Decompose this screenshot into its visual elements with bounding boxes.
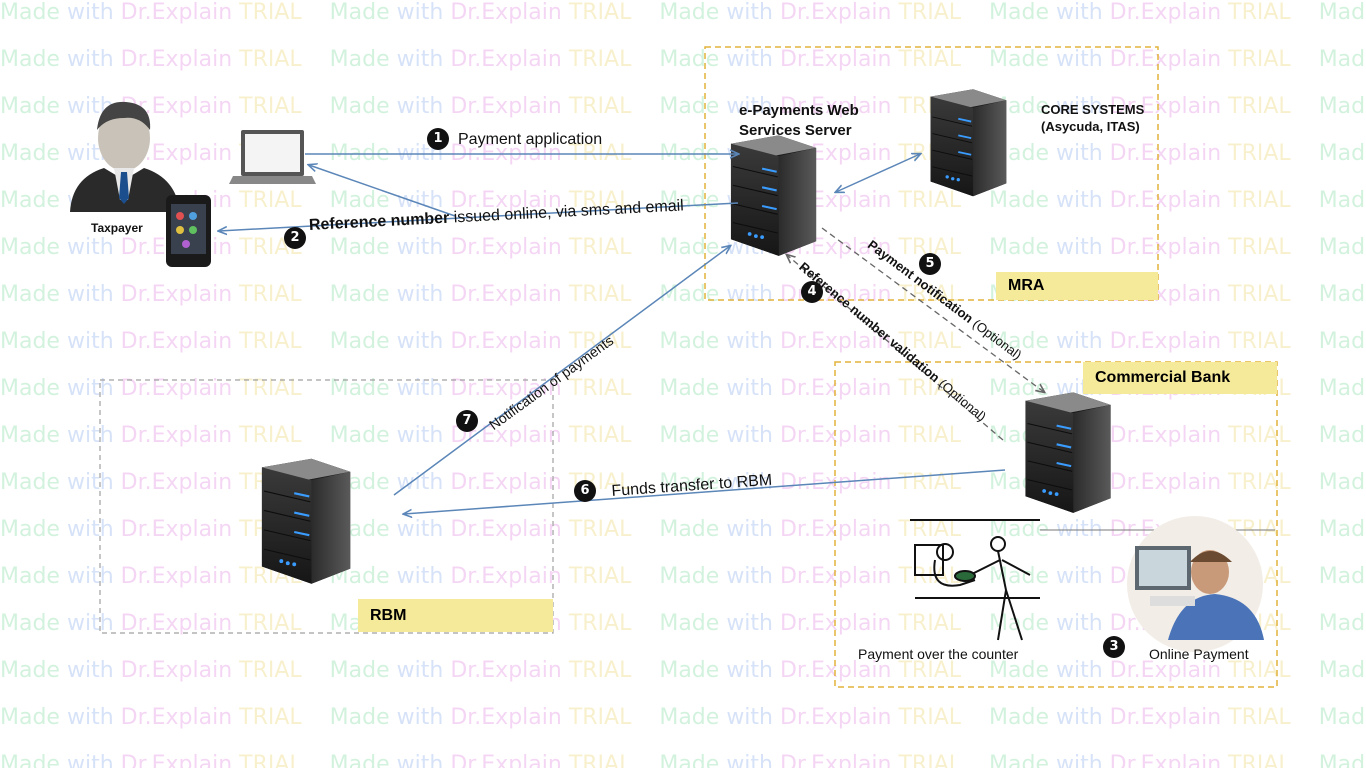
step-badge-7: 7 [456,410,478,432]
step-badge-6: 6 [574,480,596,502]
arrow-reference-validation [787,255,1004,441]
arrow-reference-to-laptop [309,165,456,217]
counter-payment-label: Payment over the counter [858,646,1019,662]
arrow-core-link [836,154,920,192]
online-payment-icon [1127,516,1264,652]
server-label-line2: Services Server [739,122,852,139]
phone-icon [166,195,211,267]
step-badge-4: 4 [801,281,823,303]
online-payment-label: Online Payment [1149,646,1249,662]
core-label-line2: (Asycuda, ITAS) [1041,119,1140,134]
zone-label-rbm: RBM [358,599,553,632]
step-badge-1: 1 [427,128,449,150]
zone-rbm [99,379,554,634]
server-icon-epayments [729,134,818,257]
taxpayer-label: Taxpayer [91,221,143,235]
core-label-line1: CORE SYSTEMS [1041,102,1145,117]
server-icon-core [929,88,1008,198]
arrow-payment-notification [821,227,1044,392]
arrow-reference-to-phone [219,202,739,231]
zone-label-mra: MRA [996,272,1158,300]
laptop-icon [229,130,316,184]
counter-payment-icon [910,519,1040,641]
taxpayer-icon [70,101,180,212]
server-icon-rbm [260,457,352,585]
arrow-notification-payments [393,246,730,496]
server-icon-bank [1024,391,1112,514]
step-badge-3: 3 [1103,636,1125,658]
zone-label-bank: Commercial Bank [1083,362,1277,394]
zone-mra [704,46,1159,301]
step-badge-5: 5 [919,253,941,275]
flow-label-payment-application: Payment application [458,131,603,148]
step-badge-2: 2 [284,227,306,249]
server-label-line1: e-Payments Web [739,102,859,119]
arrow-funds-transfer [404,469,1006,514]
zone-bank [834,361,1278,688]
